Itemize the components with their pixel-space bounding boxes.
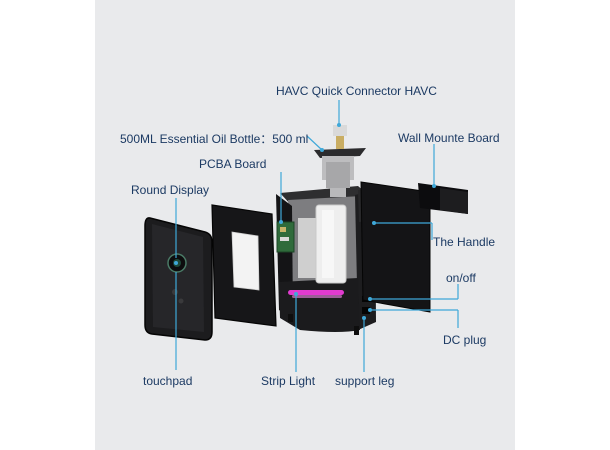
label-wall-board: Wall Mounte Board (398, 131, 500, 145)
support-leg-left (288, 314, 293, 322)
bottle-cap-assembly (314, 125, 366, 197)
support-leg-right (354, 326, 359, 335)
havc-connector (336, 136, 344, 149)
main-body (276, 186, 376, 335)
label-pcba-board: PCBA Board (199, 157, 267, 171)
wall-mount-board (360, 181, 468, 313)
callout-lines (175, 100, 459, 372)
label-support-leg: support leg (335, 374, 395, 388)
strip-light (288, 290, 344, 295)
label-havc-connector: HAVC Quick Connector HAVC (276, 84, 437, 98)
label-strip-light: Strip Light (261, 374, 316, 388)
label-on-off: on/off (446, 271, 476, 285)
front-panel (144, 217, 213, 341)
label-oil-bottle: 500ML Essential Oil Bottle：500 ml (120, 132, 309, 146)
callout-dots (174, 123, 436, 320)
label-the-handle: The Handle (433, 235, 496, 249)
label-touchpad: touchpad (143, 374, 193, 388)
label-dc-plug: DC plug (443, 333, 487, 347)
frame-panel (211, 204, 277, 327)
label-round-display: Round Display (131, 183, 210, 197)
